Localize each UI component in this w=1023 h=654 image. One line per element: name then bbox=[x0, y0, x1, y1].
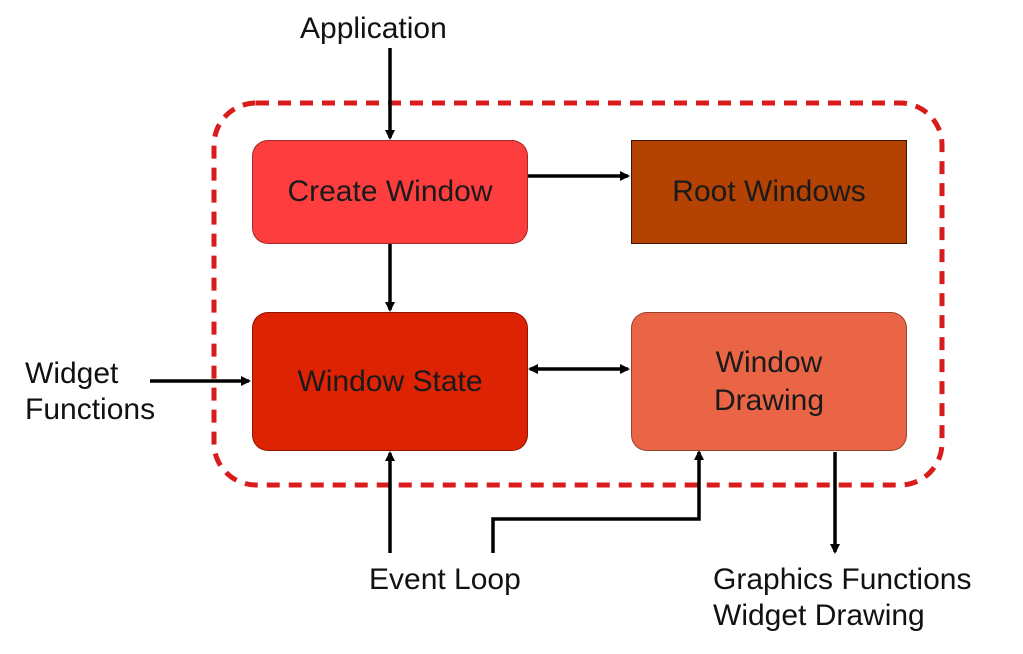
window-drawing-label: Window Drawing bbox=[713, 345, 825, 417]
application-label: Application bbox=[300, 12, 447, 45]
window-state-label: Window State bbox=[297, 364, 483, 398]
root-windows-box: Root Windows bbox=[631, 140, 907, 244]
arrow-event-loop-to-window-drawing bbox=[491, 450, 704, 553]
window-drawing-box: Window Drawing bbox=[631, 312, 907, 451]
create-window-label: Create Window bbox=[287, 175, 493, 208]
window-state-box: Window State bbox=[252, 312, 528, 451]
event-loop-label: Event Loop bbox=[369, 563, 521, 596]
root-windows-label: Root Windows bbox=[672, 175, 866, 208]
graphics-output-label: Graphics Functions Widget Drawing bbox=[713, 563, 972, 632]
create-window-box: Create Window bbox=[252, 140, 528, 244]
widget-functions-label: Widget Functions bbox=[25, 357, 156, 426]
window-manager-boundary bbox=[211, 100, 945, 488]
